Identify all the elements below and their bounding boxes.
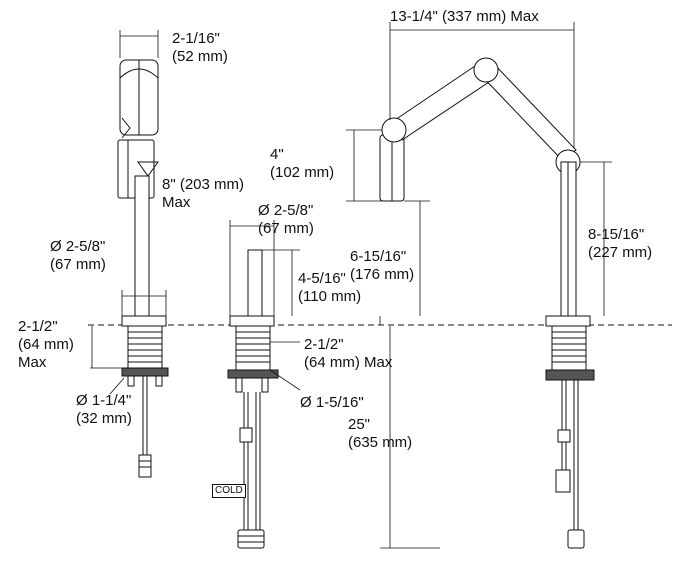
label-diameter-32mm: Ø 1-1/4" bbox=[76, 392, 132, 409]
label-diameter-67mm-left: Ø 2-5/8" bbox=[50, 238, 106, 255]
label-sprayer-102mm: 4" bbox=[270, 146, 284, 163]
label-width-52mm-metric: (52 mm) bbox=[172, 48, 228, 65]
label-diameter-32mm-metric: (32 mm) bbox=[76, 410, 132, 427]
label-hose-635mm-metric: (635 mm) bbox=[348, 434, 413, 451]
label-diameter-67mm-left-metric: (67 mm) bbox=[50, 256, 106, 273]
label-height-203mm: 8" (203 mm) bbox=[162, 176, 245, 193]
label-height-203mm-max: Max bbox=[162, 194, 191, 211]
label-height-227mm: 8-15/16" bbox=[588, 226, 645, 243]
label-sprayer-102mm-metric: (102 mm) bbox=[270, 164, 335, 181]
label-height-227mm-metric: (227 mm) bbox=[588, 244, 653, 261]
label-height-110mm: 4-5/16" bbox=[298, 270, 346, 287]
label-diameter-67mm-middle-metric: (67 mm) bbox=[258, 220, 314, 237]
label-thickness-64mm-left: 2-1/2" bbox=[18, 318, 58, 335]
label-thickness-64mm-left-max: Max bbox=[18, 354, 47, 371]
label-diameter-67mm-middle: Ø 2-5/8" bbox=[258, 202, 314, 219]
label-height-176mm: 6-15/16" bbox=[350, 248, 407, 265]
label-thickness-64mm-left-metric: (64 mm) bbox=[18, 336, 74, 353]
label-height-176mm-metric: (176 mm) bbox=[350, 266, 415, 283]
label-thickness-64mm-middle-max: (64 mm) Max bbox=[304, 354, 393, 371]
label-height-110mm-metric: (110 mm) bbox=[298, 288, 362, 305]
left-faucet-side-view bbox=[90, 30, 169, 478]
cold-hose-tag: COLD bbox=[212, 484, 246, 498]
label-hose-635mm: 25" bbox=[348, 416, 371, 433]
right-faucet-articulated-view bbox=[346, 22, 612, 549]
label-diameter-1-5-16: Ø 1-5/16" bbox=[300, 394, 364, 411]
label-reach-337mm: 13-1/4" (337 mm) Max bbox=[390, 8, 539, 25]
label-width-52mm: 2-1/16" bbox=[172, 30, 220, 47]
middle-faucet-front-view bbox=[227, 220, 301, 549]
label-thickness-64mm-middle: 2-1/2" bbox=[304, 336, 344, 353]
